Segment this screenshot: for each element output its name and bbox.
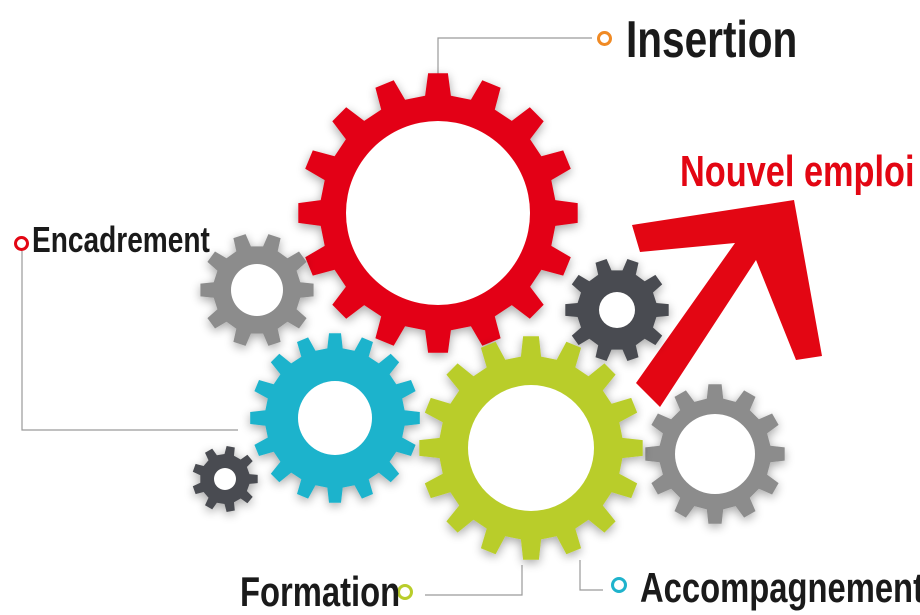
connector-lines [21, 37, 603, 596]
gear-red-large [298, 73, 578, 353]
label-nouvel-emploi: Nouvel emploi [680, 147, 915, 196]
label-formation: Formation [240, 568, 401, 615]
gear-grey-right [645, 384, 785, 524]
arrow-up-right-icon [632, 200, 822, 407]
label-encadrement: Encadrement [32, 219, 210, 260]
gear-dark-small-left [192, 446, 258, 512]
gear-dark-small-left-hole [214, 468, 236, 490]
label-insertion: Insertion [626, 11, 798, 69]
gear-blue-hole [298, 381, 372, 455]
gear-grey-left-hole [231, 264, 283, 316]
gear-dark-right-hole [599, 292, 635, 328]
gear-dark-right [565, 259, 669, 361]
accompagnement-marker-icon [611, 577, 627, 593]
connector-formation [425, 565, 523, 596]
encadrement-marker-icon [14, 236, 29, 251]
gear-red-large-hole [346, 121, 530, 305]
gears-group [192, 73, 785, 560]
connector-insertion [437, 37, 592, 80]
formation-marker-icon [397, 584, 413, 600]
gear-green [419, 336, 643, 560]
gear-blue [250, 333, 420, 503]
gear-grey-right-hole [675, 414, 755, 494]
gear-grey-left [200, 234, 314, 346]
insertion-marker-icon [597, 31, 612, 46]
connector-encadrement [21, 251, 238, 431]
gear-green-hole [468, 385, 594, 511]
label-accompagnement: Accompagnement [640, 564, 920, 611]
connector-accompagnement [579, 560, 603, 591]
